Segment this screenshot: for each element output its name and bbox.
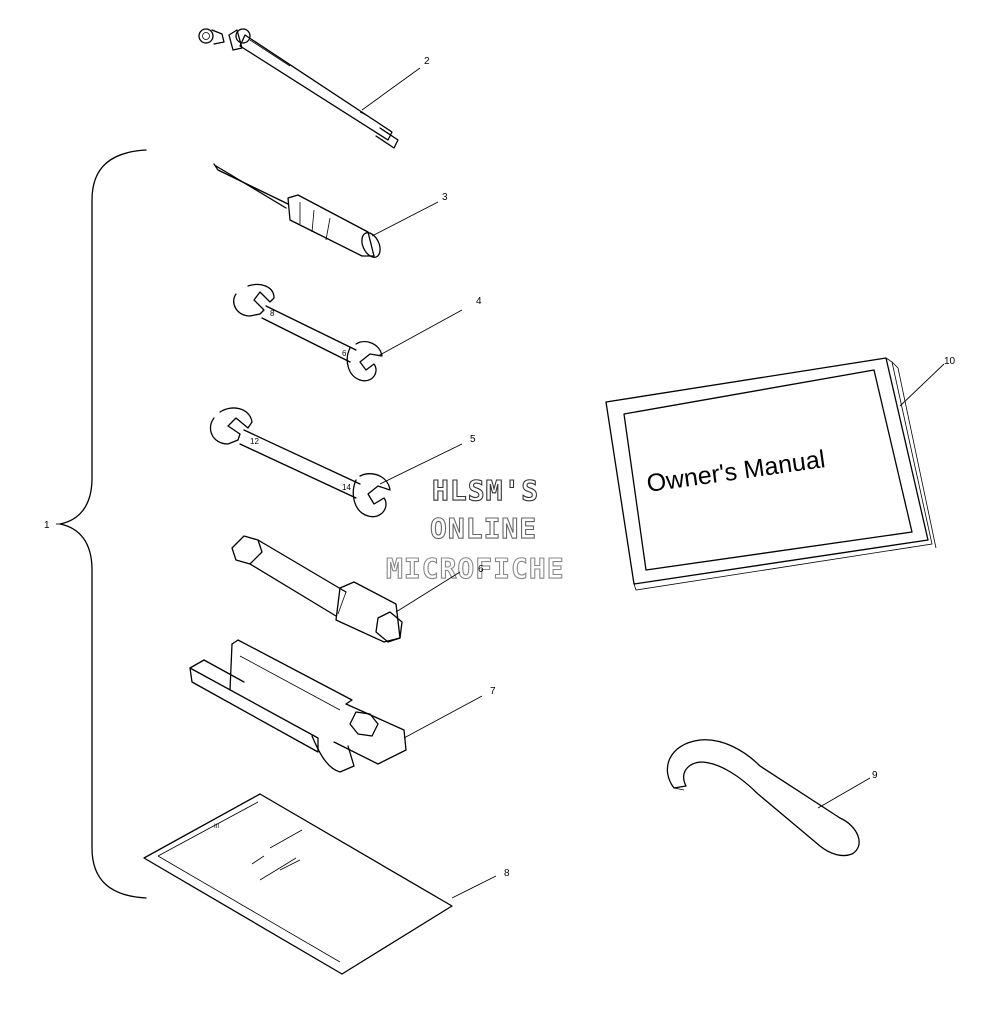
spark-plug-socket-illustration <box>231 535 403 643</box>
callout-3: 3 <box>442 192 448 203</box>
small-wrench-illustration: 8 6 <box>233 283 383 382</box>
watermark-line-1: HLSM'S <box>432 474 539 507</box>
callout-8: 8 <box>504 868 510 879</box>
tool-bag-illustration: III <box>143 793 453 975</box>
spanner-wrench-illustration <box>666 739 860 857</box>
callout-numbers: 1 2 3 4 5 6 7 8 9 10 <box>44 56 956 879</box>
svg-text:14: 14 <box>342 483 351 492</box>
callout-6: 6 <box>478 564 484 575</box>
callout-10: 10 <box>944 356 956 367</box>
callout-1: 1 <box>44 520 50 531</box>
svg-text:8: 8 <box>270 309 275 318</box>
screwdriver-illustration <box>213 163 381 258</box>
callout-7: 7 <box>490 686 496 697</box>
watermark-line-3: MICROFICHE <box>386 552 565 585</box>
watermark-line-2: ONLINE <box>430 512 537 545</box>
leader-lines <box>56 67 945 899</box>
svg-text:III: III <box>214 824 219 830</box>
watermark: HLSM'S ONLINE MICROFICHE <box>385 473 565 585</box>
callout-2: 2 <box>424 56 430 67</box>
svg-text:6: 6 <box>342 349 347 358</box>
owners-manual-illustration: Owner's Manual <box>605 357 937 591</box>
group-brace <box>59 149 147 899</box>
callout-5: 5 <box>470 434 476 445</box>
svg-text:12: 12 <box>250 437 259 446</box>
callout-4: 4 <box>476 296 482 307</box>
plug-wrench-illustration <box>189 639 407 773</box>
tire-gauge-illustration <box>198 28 399 149</box>
manual-title: Owner's Manual <box>645 445 827 498</box>
callout-9: 9 <box>872 770 878 781</box>
large-wrench-illustration: 12 14 <box>209 407 391 518</box>
